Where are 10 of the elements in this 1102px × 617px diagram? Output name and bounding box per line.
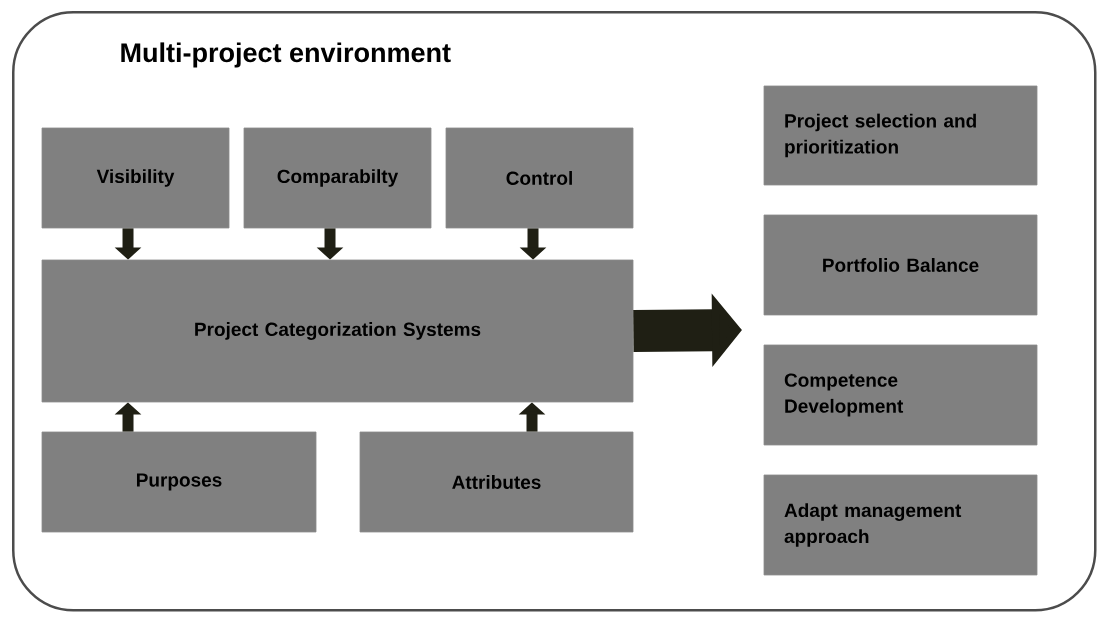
process-box: Adapt management approach bbox=[763, 474, 1038, 576]
process-box: Project Categorization Systems bbox=[41, 259, 634, 403]
process-box: Attributes bbox=[359, 431, 634, 533]
process-box: Project selection and prioritization bbox=[763, 85, 1038, 186]
process-box: Control bbox=[445, 127, 634, 229]
process-box: Portfolio Balance bbox=[763, 214, 1038, 316]
process-box: Visibility bbox=[41, 127, 230, 229]
process-box: Purposes bbox=[41, 431, 317, 533]
process-box: Comparabilty bbox=[243, 127, 432, 229]
process-box: Competence Development bbox=[763, 344, 1038, 446]
